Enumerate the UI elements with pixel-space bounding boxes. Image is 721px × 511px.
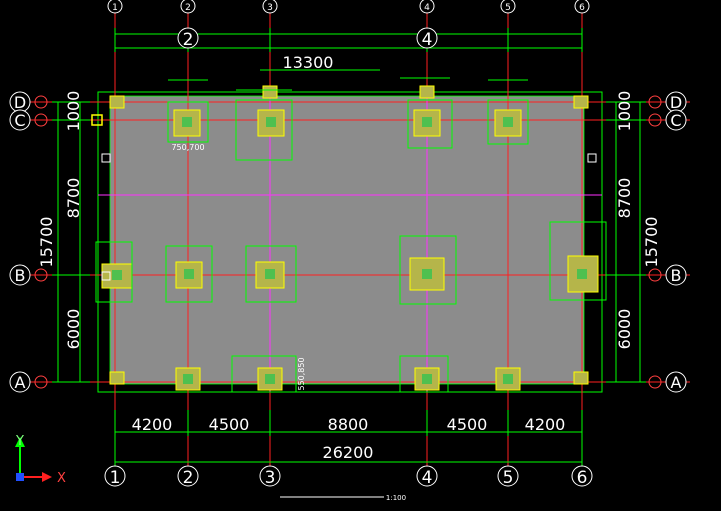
bottom-dim-5: 4200: [525, 415, 566, 434]
column-footings: [91, 85, 599, 391]
ucs-icon: Y X: [15, 434, 66, 486]
footing-annotation-2: 550,850: [297, 357, 306, 390]
axis-label-top-3: 3: [267, 3, 273, 13]
axis-label-bottom-3: 3: [265, 468, 276, 488]
axis-label-top-1: 1: [112, 3, 118, 13]
left-dim-1: 1000: [64, 91, 83, 132]
axis-label-bottom-2: 2: [183, 468, 194, 488]
right-axis-bubbles: D C B A: [648, 91, 687, 393]
left-dimension-texts: 1000 8700 6000 15700: [37, 91, 83, 350]
axis-label-left-D: D: [14, 93, 26, 112]
axis-label-right-D: D: [670, 93, 682, 112]
footing-dimension-lines: [95, 77, 607, 393]
bottom-dim-1: 4200: [132, 415, 173, 434]
bottom-dim-2: 4500: [209, 415, 250, 434]
ucs-y-label: Y: [15, 434, 24, 449]
right-dimension-texts: 1000 8700 6000 15700: [615, 91, 661, 350]
axis-label-right-B: B: [671, 266, 682, 285]
right-dim-3: 6000: [615, 309, 634, 350]
scale-note: 1:100: [386, 494, 406, 502]
foundation-slab: [110, 96, 584, 384]
axis-label-inner-4: 4: [422, 30, 433, 50]
axis-label-top-4: 4: [424, 3, 430, 13]
bottom-dim-4: 4500: [447, 415, 488, 434]
right-total-dimension: 15700: [642, 217, 661, 268]
bottom-dimension-chain: [114, 410, 583, 466]
top-overall-dimension: 13300: [283, 53, 334, 72]
left-dim-3: 6000: [64, 309, 83, 350]
bottom-dim-3: 8800: [328, 415, 369, 434]
left-dimension-chain: [52, 101, 90, 383]
slab-inner-outline: [109, 95, 585, 385]
left-dim-2: 8700: [64, 178, 83, 219]
axis-label-right-A: A: [671, 373, 682, 392]
top-axis-bubbles: 1 2 3 4 5 6 2 4: [107, 0, 590, 50]
axis-label-left-C: C: [14, 111, 25, 130]
bottom-axis-bubbles: 1 2 3 4 5 6: [104, 465, 593, 488]
right-dimension-chain: [606, 101, 646, 383]
axis-label-bottom-4: 4: [422, 468, 433, 488]
bottom-dimension-texts: 4200 4500 8800 4500 4200 26200: [132, 415, 566, 462]
right-dim-1: 1000: [615, 91, 634, 132]
axis-label-right-C: C: [670, 111, 681, 130]
ucs-x-label: X: [57, 471, 66, 486]
axis-label-bottom-5: 5: [503, 468, 514, 488]
axis-label-inner-2: 2: [183, 30, 194, 50]
axis-label-top-6: 6: [579, 3, 585, 13]
axis-label-left-B: B: [15, 266, 26, 285]
footing-annotation-1: 750,700: [171, 143, 204, 152]
axis-label-bottom-6: 6: [577, 468, 588, 488]
left-total-dimension: 15700: [37, 217, 56, 268]
left-axis-bubbles: D C B A: [9, 91, 48, 393]
right-dim-2: 8700: [615, 178, 634, 219]
axis-label-top-2: 2: [185, 3, 191, 13]
axis-label-bottom-1: 1: [110, 468, 121, 488]
axis-label-left-A: A: [15, 373, 26, 392]
bottom-total-dimension: 26200: [323, 443, 374, 462]
axis-label-top-5: 5: [505, 3, 511, 13]
